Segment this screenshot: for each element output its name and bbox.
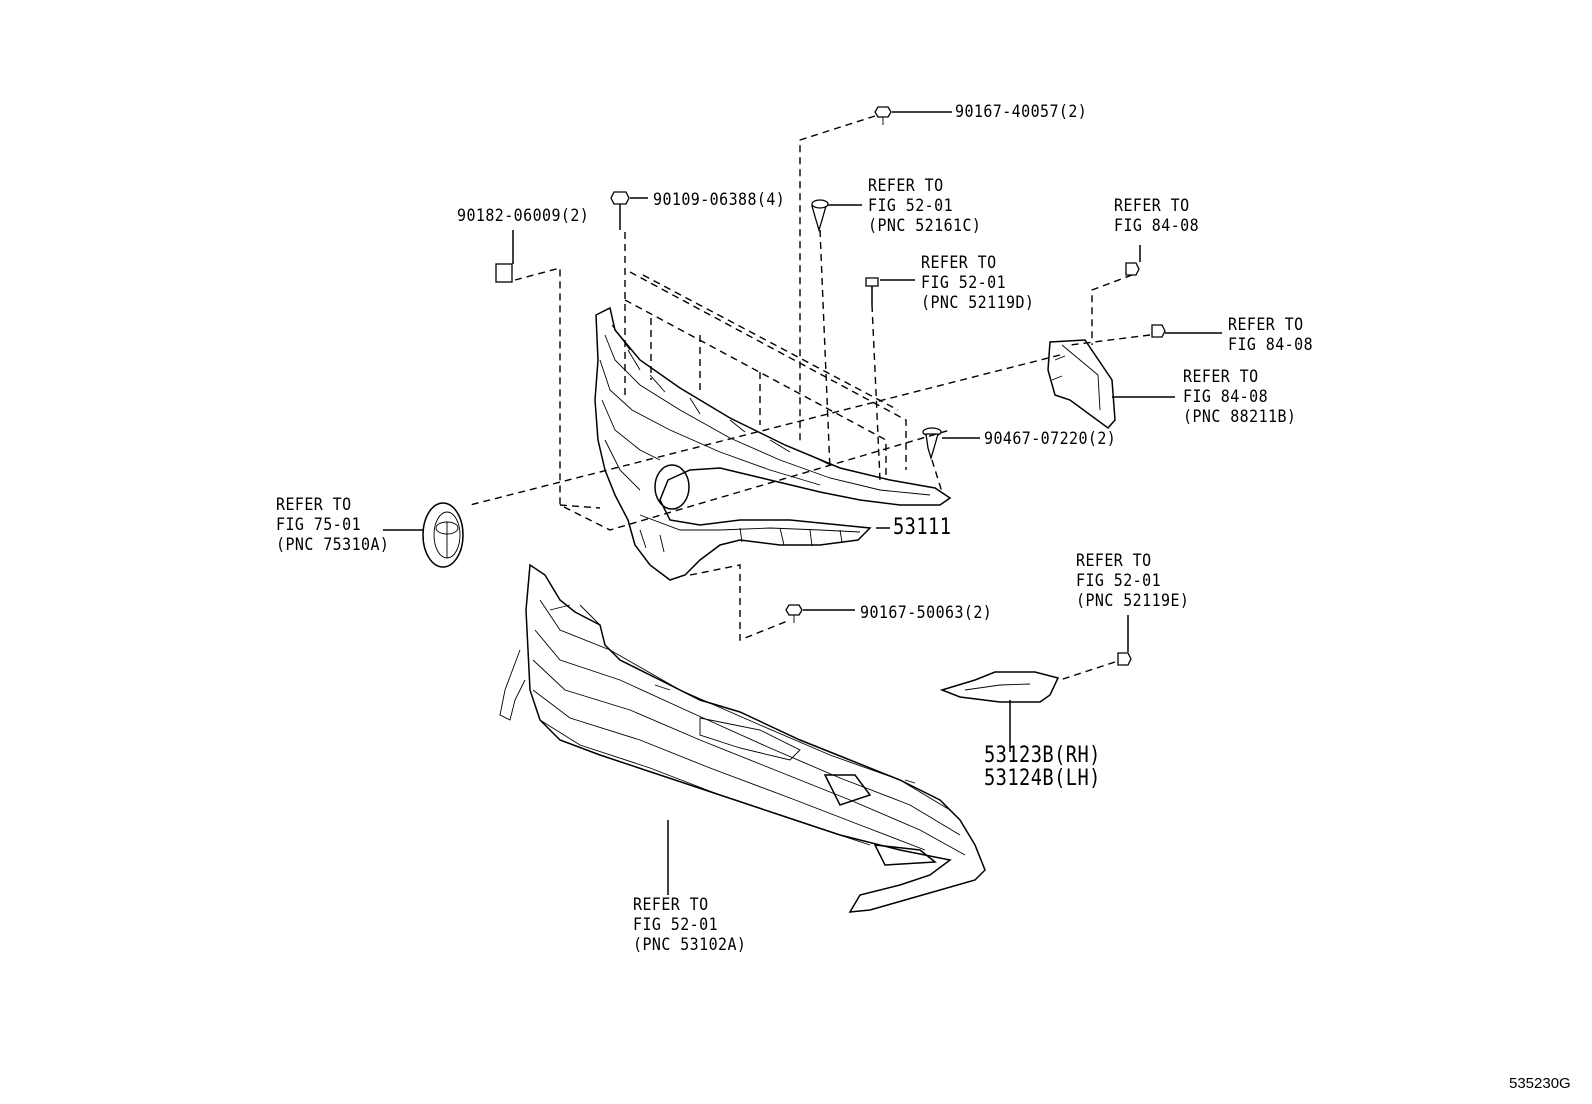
- leader-lines: [383, 111, 1222, 895]
- dashed-lines: [469, 115, 1151, 681]
- label-grille-53111: 53111: [893, 515, 952, 540]
- diagram-code: 535230G: [1509, 1075, 1571, 1092]
- cover-part: [939, 671, 1060, 703]
- label-bolt-90167-50063: 90167-50063(2): [860, 603, 993, 623]
- label-bolt-90109-06388: 90109-06388(4): [653, 190, 786, 210]
- label-cover-lh: 53124B(LH): [984, 766, 1101, 791]
- sensor-module-part: [1047, 339, 1116, 430]
- label-clip-90467-07220: 90467-07220(2): [984, 429, 1117, 449]
- label-bolt-90167-40057: 90167-40057(2): [955, 102, 1088, 122]
- label-cover-rh: 53123B(RH): [984, 743, 1101, 768]
- fasteners: [495, 106, 1166, 666]
- label-nut-90182-06009: 90182-06009(2): [457, 206, 590, 226]
- radiator-grille-53111: [594, 306, 952, 581]
- lower-grille: [499, 563, 986, 913]
- emblem-part: [422, 502, 464, 568]
